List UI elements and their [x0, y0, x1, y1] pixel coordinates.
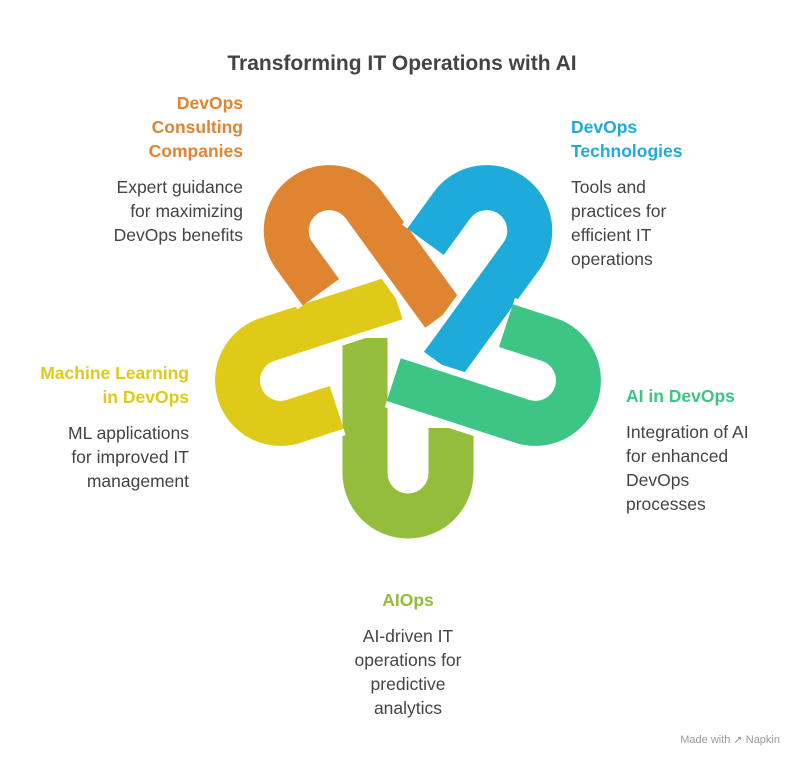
description-line: ML applications — [68, 423, 189, 443]
diagram-title: Transforming IT Operations with AI — [227, 52, 577, 75]
description-line: Integration of AI — [626, 422, 749, 442]
description-line: for maximizing — [130, 201, 243, 221]
napkin-logo-icon: ➚ — [733, 734, 743, 746]
heading-line: in DevOps — [102, 387, 189, 407]
link-piece-technologies — [402, 158, 559, 383]
item-heading: AI in DevOps — [626, 384, 749, 408]
item-description: ML applications for improved IT management — [40, 421, 189, 493]
description-line: operations for — [354, 650, 462, 670]
heading-line: Companies — [148, 141, 243, 161]
link-piece-consulting — [257, 158, 467, 332]
heading-line: AI in DevOps — [626, 386, 735, 406]
heading-line: Machine Learning — [40, 363, 189, 383]
heading-line: Consulting — [151, 117, 243, 137]
description-line: for improved IT — [71, 447, 189, 467]
description-line: processes — [626, 494, 706, 514]
heading-line: AIOps — [382, 590, 434, 610]
made-with-label: Made with — [680, 734, 731, 746]
item-heading: Machine Learning in DevOps — [40, 361, 189, 409]
description-line: AI-driven IT — [362, 626, 454, 646]
description-line: DevOps — [626, 470, 690, 490]
description-line: for enhanced — [626, 446, 729, 466]
description-line: predictive — [370, 674, 446, 694]
brand-label: Napkin — [745, 734, 780, 746]
description-line: practices for — [571, 201, 667, 221]
item-ml-in-devops: Machine Learning in DevOps ML applications… — [40, 361, 189, 493]
heading-line: DevOps — [571, 117, 638, 137]
link-piece-aiops — [336, 338, 480, 545]
link-piece-ml — [208, 270, 405, 453]
link-piece-ai-in-devops — [384, 298, 608, 453]
item-description: AI-driven IT operations for predictive anal… — [308, 624, 508, 720]
description-line: Expert guidance — [116, 177, 243, 197]
heading-line: Technologies — [571, 141, 683, 161]
item-heading: AIOps — [308, 588, 508, 612]
description-line: management — [86, 471, 189, 491]
footer: Made with ➚ Napkin — [680, 733, 780, 746]
description-line: analytics — [373, 698, 443, 718]
description-line: operations — [571, 249, 653, 269]
item-description: Tools and practices for efficient IT operat… — [571, 175, 683, 271]
heading-line: DevOps — [176, 93, 243, 113]
description-line: efficient IT — [571, 225, 652, 245]
description-line: Tools and — [571, 177, 646, 197]
description-line: DevOps benefits — [113, 225, 243, 245]
